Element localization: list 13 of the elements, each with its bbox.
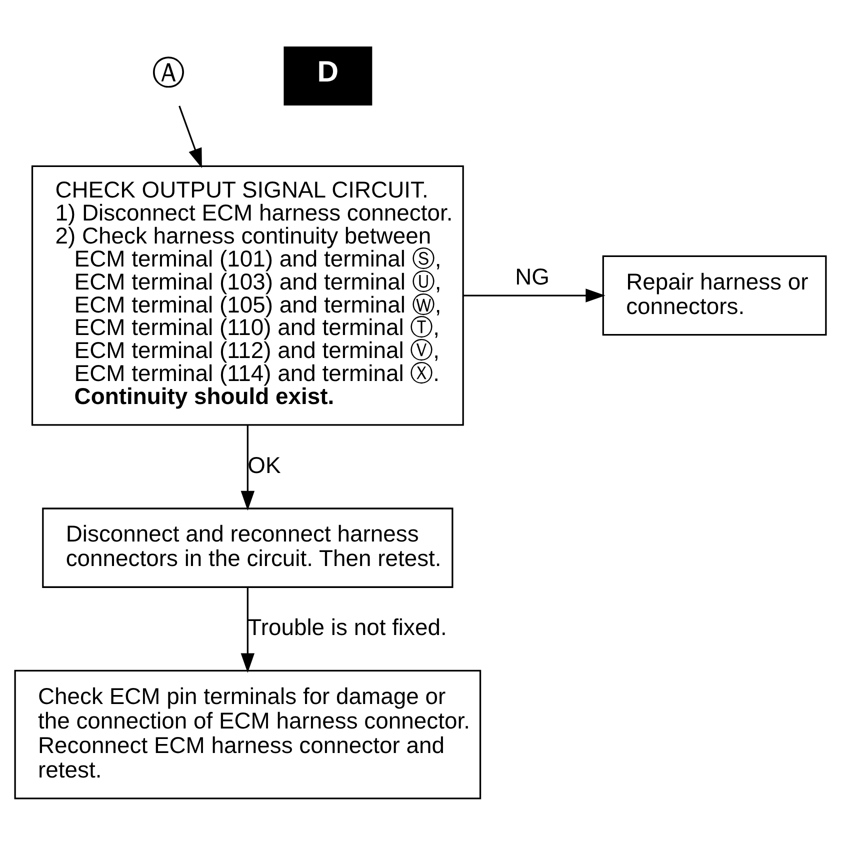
node-box: CHECK OUTPUT SIGNAL CIRCUIT. 1) Disconnect ECM harness connector. 2) Check harness continuity between ECM terminal (101) and terminal Ⓢ, ECM terminal (103) and terminal Ⓤ, ECM terminal (105) and terminal Ⓦ, ECM terminal (110) and terminal Ⓣ, ECM terminal (112) and terminal Ⓥ, ECM terminal (114) and terminal Ⓧ. Continuity should exist. — [31, 164, 464, 426]
node-box: Check ECM pin terminals for damage or the connection of ECM harness connector. Reconnect ECM harness connector and retest. — [14, 669, 482, 799]
node-text: Ⓐ — [152, 54, 185, 91]
edge-label: Trouble is not fixed. — [248, 613, 447, 640]
edge-label: OK — [248, 451, 281, 478]
arrow — [240, 424, 255, 510]
node-box: Repair harness or connectors. — [602, 254, 827, 336]
arrow — [463, 288, 606, 302]
edge-label: NG — [515, 262, 550, 289]
label: D — [317, 55, 339, 88]
node-box: Disconnect and reconnect harness connectors in the circuit. Then retest. — [42, 507, 454, 588]
arrow — [240, 586, 255, 672]
arrow — [178, 105, 202, 168]
